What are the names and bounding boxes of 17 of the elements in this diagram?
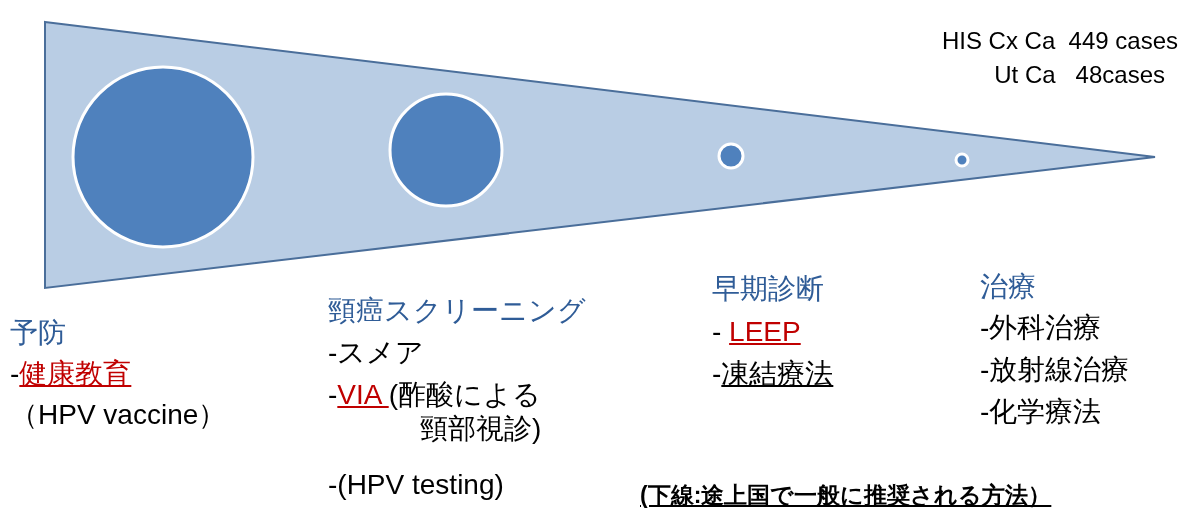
- list-item: -外科治療: [980, 311, 1102, 345]
- list-item: -健康教育: [10, 357, 132, 391]
- case-count: Ut Ca 48cases: [994, 60, 1165, 90]
- category-heading: 早期診断: [712, 272, 824, 306]
- case-count: HIS Cx Ca 449 cases: [941, 26, 1178, 56]
- footnote: (下線:途上国で一般に推奨される方法）: [640, 481, 1052, 510]
- category-heading: 治療: [980, 270, 1036, 304]
- list-item: - LEEP: [712, 315, 801, 349]
- category-heading: 予防: [10, 316, 66, 350]
- category-heading: 頸癌スクリーニング: [328, 294, 586, 328]
- list-item: -(HPV testing): [328, 468, 504, 502]
- list-item: -放射線治療: [980, 353, 1130, 387]
- list-item: -スメア: [328, 336, 425, 370]
- list-item: -凍結療法: [712, 357, 834, 391]
- list-item: （HPV vaccine）: [10, 398, 227, 432]
- list-item: -VIA (酢酸による頸部視診): [328, 378, 543, 446]
- list-item: -化学療法: [980, 395, 1102, 429]
